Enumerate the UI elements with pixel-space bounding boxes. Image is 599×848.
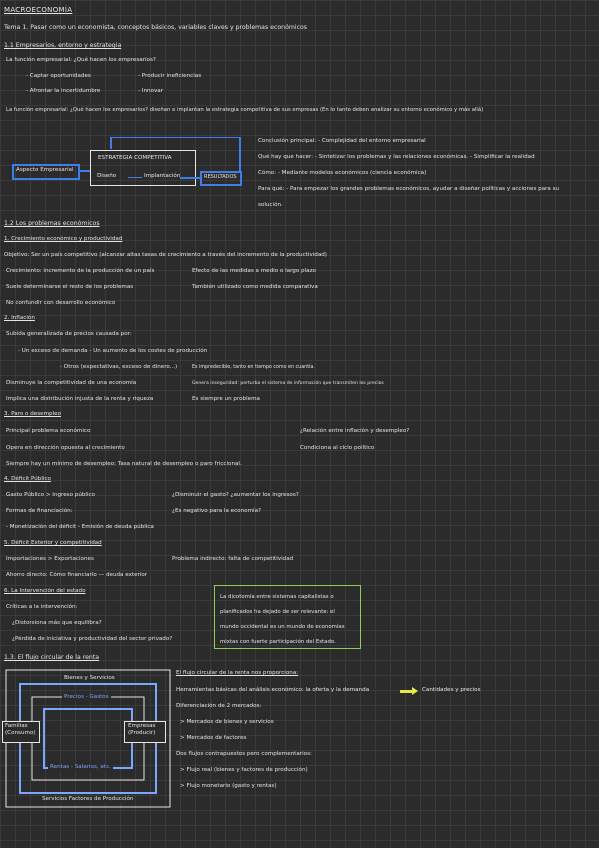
bullet: - Afrontar la incertidumbre [26, 88, 101, 94]
flow-heading: El flujo circular de la renta nos propor… [176, 670, 299, 676]
bullet: Genera inseguridad: perturba el sistema … [192, 381, 384, 386]
empresas-label: Empresas (Producir) [128, 723, 156, 736]
bullet: Importaciones > Exportaciones [6, 556, 94, 562]
bullet: Efecto de las medidas a medio o largo pl… [192, 268, 316, 274]
note: solución. [258, 202, 283, 208]
rentas-label: Rentas - Salarios, etc. [48, 764, 113, 771]
green-note-box [214, 585, 361, 649]
strategy-label: ESTRATEGIA COMPETITIVA [98, 155, 172, 161]
bienes-label: Bienes y Servicios [62, 675, 117, 682]
bullet: ¿Pérdida de iniciativa y productividad d… [12, 636, 173, 642]
bullet: Condiciona al ciclo político [300, 445, 375, 451]
section-1-1-title: 1.1 Empresarios, entorno y estrategia [4, 42, 122, 49]
question-1: La función empresarial: ¿Qué hacen los e… [6, 57, 156, 63]
subsection-title: 2. Inflación [4, 315, 35, 321]
note: Para qué: - Para empezar los grandes pro… [258, 186, 560, 192]
bullet: > Flujo monetario (gasto y rentas) [180, 783, 277, 789]
bullet: Herramientas básicas del análisis económ… [176, 687, 370, 693]
subsection-title: 6. La Intervención del estado [4, 588, 86, 594]
bullet: Ahorro directo: Cómo financiarlo — deuda… [6, 572, 148, 578]
arrow-head-icon [412, 687, 418, 695]
resultados-label: RESULTADOS [204, 174, 237, 180]
bullet: Opera en dirección opuesta al crecimient… [6, 445, 125, 451]
subsection-title: 4. Déficit Público [4, 476, 51, 482]
arrow-line [78, 170, 90, 172]
arrow-line [180, 177, 200, 179]
feedback-arrow-top [110, 137, 240, 139]
note: Qué hay que hacer: - Sintetizar los prob… [258, 154, 535, 160]
bullet: ¿Es negativo para la economía? [172, 508, 261, 514]
bullet: > Mercados de bienes y servicios [180, 719, 274, 725]
subsection-title: 5. Déficit Exterior y competitividad [4, 540, 102, 546]
bullet: No confundir con desarrollo económico [6, 300, 116, 306]
aspecto-label: Aspecto Empresarial [16, 167, 74, 173]
bullet: Es siempre un problema [192, 396, 260, 402]
bullet: Diferenciación de 2 mercados: [176, 703, 262, 709]
inner-blue-loop [43, 708, 133, 769]
section-1-3-title: 1.3. El flujo circular de la renta [4, 654, 100, 661]
bullet: Críticas a la intervención: [6, 604, 78, 610]
subsection-title: 3. Paro o desempleo [4, 411, 62, 417]
bullet: ¿Relación entre inflación y desempleo? [300, 428, 410, 434]
servicios-label: Servicios Factores de Producción [40, 796, 136, 803]
feedback-arrow-left [110, 137, 112, 149]
bullet: Crecimiento: incremento de la producción… [6, 268, 155, 274]
feedback-arrow-right [239, 137, 241, 171]
empresas-box [124, 721, 166, 743]
bullet: - Innovar [138, 88, 163, 94]
precios-label: Precios - Gastos [62, 694, 111, 701]
note: Cómo: - Mediante modelos económicos (cie… [258, 170, 427, 176]
question-2: La función empresarial: ¿Qué hacen los e… [6, 107, 484, 113]
implantacion-label: Implantación [144, 173, 181, 179]
bullet: - Otros (expectativas, exceso de dinero.… [60, 364, 178, 370]
bullet: Siempre hay un mínimo de desempleo: Tasa… [6, 461, 242, 467]
diseno-label: Diseño [97, 173, 117, 179]
aspecto-box [12, 164, 80, 180]
bullet: > Mercados de factores [180, 735, 247, 741]
bullet: Subida generalizada de precios causada p… [6, 331, 132, 337]
arrow-right-icon [400, 690, 414, 693]
bullet: - Captar oportunidades [26, 73, 91, 79]
bullet: Cantidades y precios [422, 687, 481, 693]
bullet: ¿Distorsiona más que equilibra? [12, 620, 102, 626]
section-1-2-title: 1.2 Los problemas económicos [4, 220, 100, 227]
arrow-line [128, 177, 142, 178]
note: Conclusión principal: - Complejidad del … [258, 138, 426, 144]
bullet: Gasto Público > Ingreso público [6, 492, 96, 498]
bullet: Problema indirecto: falta de competitivi… [172, 556, 294, 562]
bullet: Implica una distribución injusta de la r… [6, 396, 154, 402]
strategy-box [90, 150, 196, 186]
page-title: MACROECONOMÍA [4, 6, 73, 14]
bullet: Disminuye la competitividad de una econo… [6, 380, 137, 386]
green-note-text: La dicotomía entre sistemas capitalistas… [220, 594, 345, 645]
resultados-box [200, 171, 242, 186]
bullet: Principal problema económico [6, 428, 91, 434]
bullet: - Un exceso de demanda - Un aumento de l… [18, 348, 208, 354]
bullet: > Flujo real (bienes y factores de produ… [180, 767, 308, 773]
bullet: Suele determinarse el resto de los probl… [6, 284, 134, 290]
bullet: ¿Disminuir el gasto? ¿aumentar los ingre… [172, 492, 299, 498]
bullet: - Monetización del déficit - Emisión de … [6, 524, 154, 530]
bullet: También utilizado como medida comparativ… [192, 284, 318, 290]
bullet: Es impredecible, tanto en tiempo como en… [192, 365, 315, 370]
familias-box [2, 721, 40, 743]
bullet: Dos flujos contrapuestos pero complement… [176, 751, 312, 757]
subsection-title: 1. Crecimiento económico y productividad [4, 236, 123, 242]
objective: Objetivo: Ser un país competitivo (alcan… [4, 252, 327, 258]
familias-label: Familias (Consumo) [5, 723, 36, 736]
tema-title: Tema 1. Pasar como un economista, concep… [4, 24, 308, 31]
bullet: - Producir ineficiencias [138, 73, 202, 79]
bullet: Formas de financiación: [6, 508, 73, 514]
